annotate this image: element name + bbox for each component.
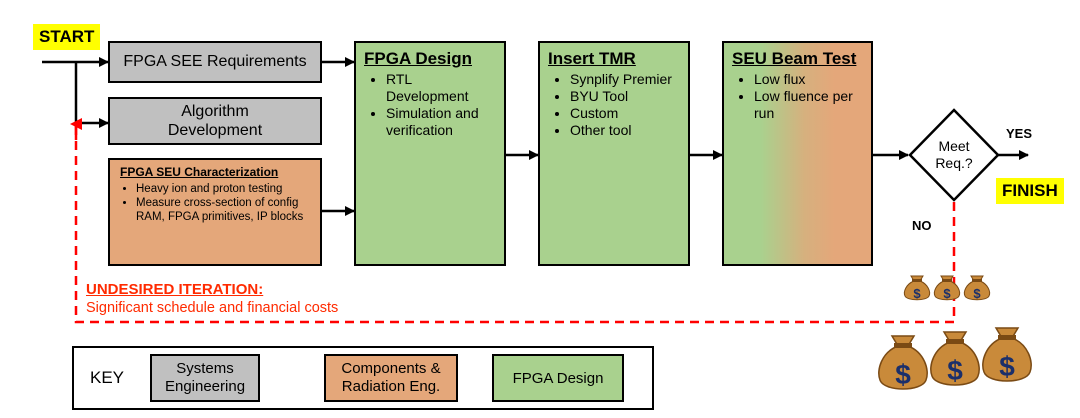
list-item: Heavy ion and proton testing bbox=[136, 182, 314, 196]
see-requirements-box: FPGA SEE Requirements bbox=[108, 41, 322, 83]
money-bag-icon: $ bbox=[930, 331, 980, 386]
start-label: START bbox=[33, 24, 101, 50]
list-item: Simulation and verification bbox=[386, 105, 496, 139]
money-bag-icon: $ bbox=[903, 275, 931, 301]
svg-text:$: $ bbox=[973, 286, 981, 301]
list-item: Other tool bbox=[570, 122, 680, 139]
beam-test-title: SEU Beam Test bbox=[732, 49, 857, 68]
key-item-label: Components & Radiation Eng. bbox=[341, 360, 441, 395]
money-bags-large: $ $ $ bbox=[878, 327, 1032, 390]
money-bag-icon: $ bbox=[878, 335, 928, 390]
algorithm-box: Algorithm Development bbox=[108, 97, 322, 145]
list-item: BYU Tool bbox=[570, 88, 680, 105]
svg-text:$: $ bbox=[913, 286, 921, 301]
key-components-radiation: Components & Radiation Eng. bbox=[324, 354, 458, 402]
money-bags-small: $ $ $ bbox=[903, 275, 991, 301]
list-item: Low fluence per run bbox=[754, 88, 863, 122]
list-item: Synplify Premier bbox=[570, 71, 680, 88]
algorithm-label: Algorithm Development bbox=[167, 103, 263, 139]
see-requirements-label: FPGA SEE Requirements bbox=[123, 53, 307, 70]
insert-tmr-title: Insert TMR bbox=[548, 49, 636, 68]
iteration-subtitle: Significant schedule and financial costs bbox=[86, 300, 339, 316]
key-label: KEY bbox=[90, 368, 125, 387]
list-item: Measure cross-section of config RAM, FPG… bbox=[136, 196, 314, 224]
finish-label: FINISH bbox=[996, 178, 1064, 204]
svg-text:$: $ bbox=[943, 286, 951, 301]
money-bag-icon: $ bbox=[982, 327, 1032, 382]
key-item-label: Systems Engineering bbox=[164, 360, 246, 395]
svg-text:$: $ bbox=[947, 355, 963, 386]
iteration-title: UNDESIRED ITERATION: bbox=[86, 281, 264, 298]
svg-text:$: $ bbox=[999, 351, 1015, 382]
seu-characterization-title: FPGA SEU Characterization bbox=[120, 165, 279, 179]
iteration-loop-line bbox=[74, 126, 956, 324]
decision-diamond bbox=[908, 108, 1000, 202]
money-bag-icon: $ bbox=[933, 275, 961, 301]
seu-characterization-box: FPGA SEU Characterization Heavy ion and … bbox=[108, 158, 322, 266]
key-item-label: FPGA Design bbox=[512, 369, 604, 387]
decision-yes-label: YES bbox=[1006, 126, 1033, 141]
list-item: RTL Development bbox=[386, 71, 496, 105]
money-bag-icon: $ bbox=[963, 275, 991, 301]
key-fpga-design: FPGA Design bbox=[492, 354, 624, 402]
insert-tmr-box: Insert TMR Synplify Premier BYU Tool Cus… bbox=[538, 41, 690, 266]
fpga-design-box: FPGA Design RTL Development Simulation a… bbox=[354, 41, 506, 266]
legend-key: KEY Systems Engineering Components & Rad… bbox=[72, 346, 654, 410]
key-systems-engineering: Systems Engineering bbox=[150, 354, 260, 402]
fpga-design-title: FPGA Design bbox=[364, 49, 472, 68]
decision-label: Meet Req.? bbox=[935, 138, 973, 171]
decision-no-label: NO bbox=[912, 218, 932, 233]
beam-test-box: SEU Beam Test Low flux Low fluence per r… bbox=[722, 41, 873, 266]
list-item: Low flux bbox=[754, 71, 863, 88]
svg-text:$: $ bbox=[895, 359, 911, 390]
list-item: Custom bbox=[570, 105, 680, 122]
